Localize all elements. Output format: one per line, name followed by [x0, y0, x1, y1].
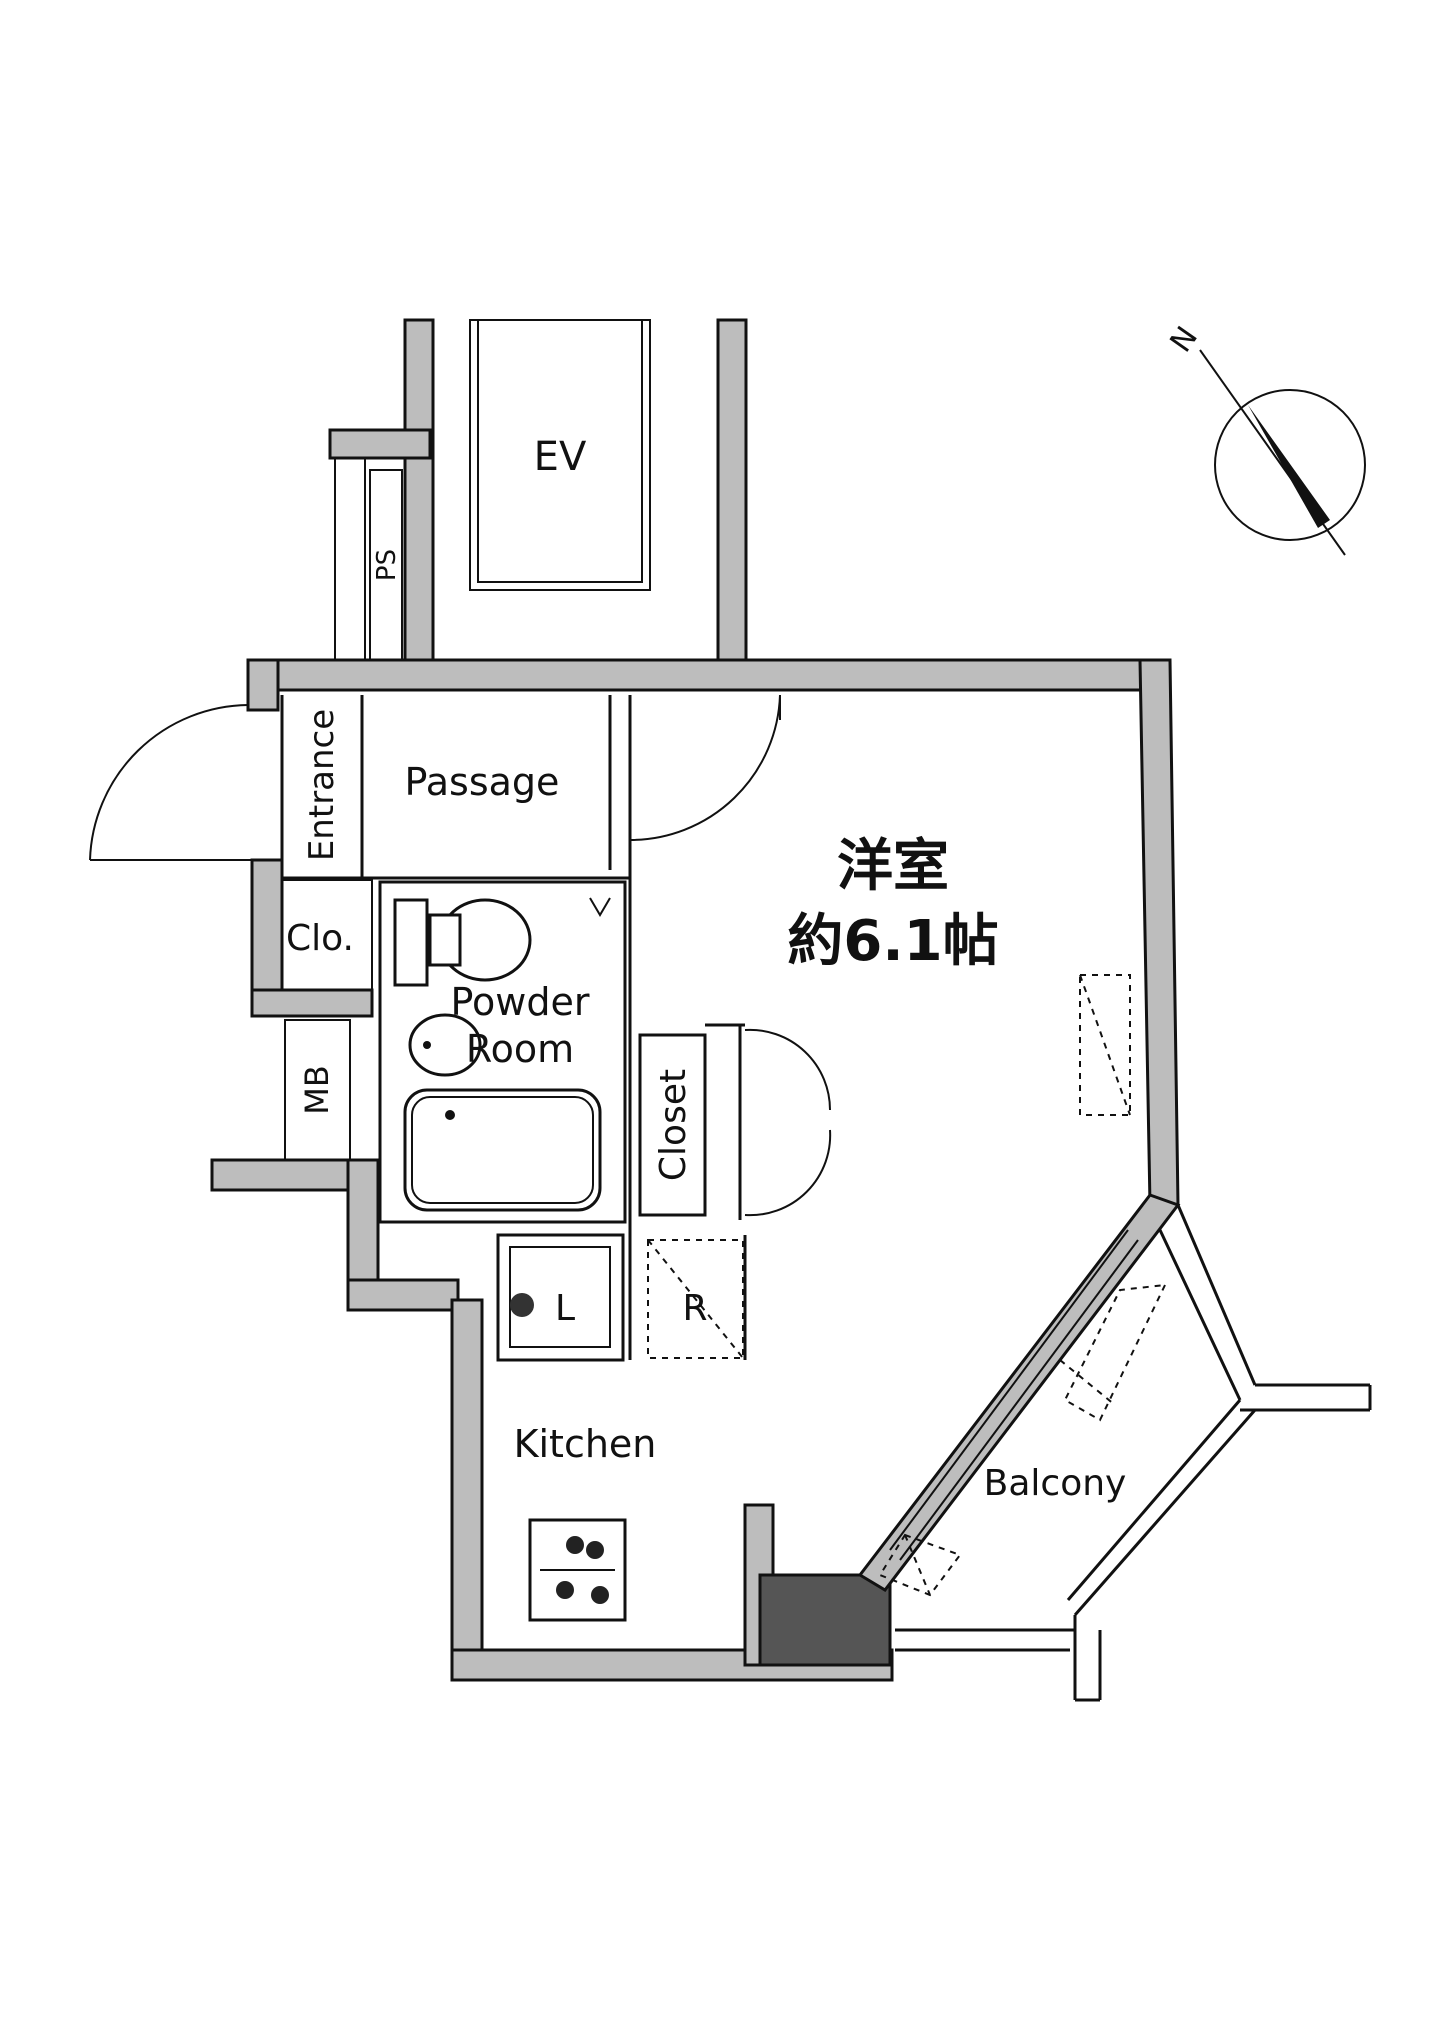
laundry-label: L [555, 1288, 575, 1329]
clo-closet [281, 879, 373, 991]
room-size-label: 約6.1帖 [787, 909, 998, 974]
exterior-walls [210, 658, 1181, 1682]
stove [528, 1518, 627, 1622]
pipe-shaft [328, 428, 432, 669]
balcony-area [878, 1204, 1372, 1702]
north-label: N [1163, 320, 1205, 358]
powder-room-label-line1: Powder [450, 980, 589, 1024]
elevator-shaft [403, 318, 748, 672]
refrigerator-label: R [682, 1288, 707, 1329]
clo-label: Clo. [286, 918, 354, 959]
balcony-label: Balcony [984, 1463, 1127, 1504]
passage-label: Passage [405, 760, 560, 804]
powder-room-label-line2: Room [466, 1027, 574, 1071]
mb-label: MB [298, 1065, 336, 1115]
compass-icon [1199, 349, 1366, 556]
kitchen-label: Kitchen [514, 1422, 657, 1466]
closet [638, 1023, 832, 1220]
ev-label: EV [534, 434, 587, 480]
entrance-label: Entrance [302, 709, 342, 861]
interior-partitions [282, 694, 781, 1360]
refrigerator-space [647, 1235, 747, 1360]
laundry-space [496, 1233, 625, 1362]
ps-label: PS [372, 549, 402, 581]
room-fixture [1079, 974, 1131, 1116]
powder-room [378, 880, 627, 1224]
room-name-label: 洋室 [837, 834, 949, 899]
closet-label: Closet [653, 1069, 694, 1181]
entrance-door [89, 695, 284, 870]
